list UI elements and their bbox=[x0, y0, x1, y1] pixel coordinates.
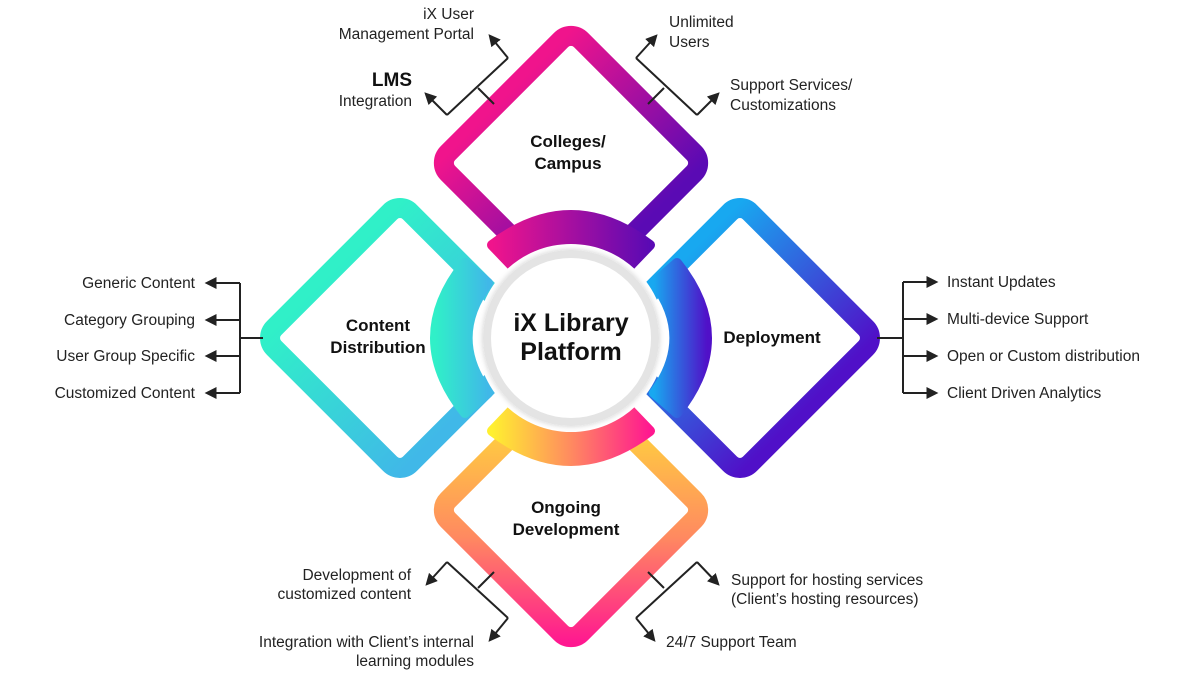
colleges-item-3-l2: Users bbox=[669, 34, 710, 51]
arc-right bbox=[649, 258, 712, 418]
ongoing-item-2-l2: learning modules bbox=[356, 653, 474, 670]
content-item-4: Customized Content bbox=[55, 385, 196, 402]
center-circle bbox=[491, 258, 651, 418]
deployment-item-2: Multi-device Support bbox=[947, 311, 1089, 328]
ongoing-item-2-l1: Integration with Client’s internal bbox=[259, 634, 474, 651]
ongoing-item-3-l1: Support for hosting services bbox=[731, 572, 923, 589]
content-title-1: Content bbox=[346, 316, 411, 335]
center-title-2: Platform bbox=[520, 338, 621, 366]
content-item-3: User Group Specific bbox=[56, 348, 195, 365]
colleges-title-2: Campus bbox=[534, 154, 601, 173]
colleges-item-1-l1: iX User bbox=[423, 6, 474, 23]
colleges-title-1: Colleges/ bbox=[530, 132, 606, 151]
colleges-item-3-l1: Unlimited bbox=[669, 14, 734, 31]
content-item-1: Generic Content bbox=[82, 275, 196, 292]
ongoing-title-2: Development bbox=[513, 520, 620, 539]
colleges-item-2-l2: Integration bbox=[339, 93, 412, 110]
ongoing-title-1: Ongoing bbox=[531, 498, 601, 517]
deployment-item-1: Instant Updates bbox=[947, 274, 1056, 291]
content-item-2: Category Grouping bbox=[64, 312, 195, 329]
center-title-1: iX Library bbox=[513, 309, 628, 337]
ongoing-item-4: 24/7 Support Team bbox=[666, 634, 797, 651]
colleges-item-1-l2: Management Portal bbox=[339, 26, 474, 43]
deployment-title: Deployment bbox=[723, 328, 821, 347]
diamond-colleges bbox=[433, 25, 709, 301]
deployment-item-3: Open or Custom distribution bbox=[947, 348, 1140, 365]
arc-left bbox=[430, 258, 493, 418]
colleges-item-2-l1: LMS bbox=[372, 70, 412, 91]
deployment-item-4: Client Driven Analytics bbox=[947, 385, 1101, 402]
connectors bbox=[204, 34, 939, 642]
ongoing-item-1-l2: customized content bbox=[277, 586, 411, 603]
ongoing-item-3-l2: (Client’s hosting resources) bbox=[731, 591, 919, 608]
content-title-2: Distribution bbox=[330, 338, 425, 357]
colleges-item-4-l2: Customizations bbox=[730, 97, 836, 114]
ongoing-item-1-l1: Development of bbox=[302, 567, 411, 584]
colleges-item-4-l1: Support Services/ bbox=[730, 77, 853, 94]
